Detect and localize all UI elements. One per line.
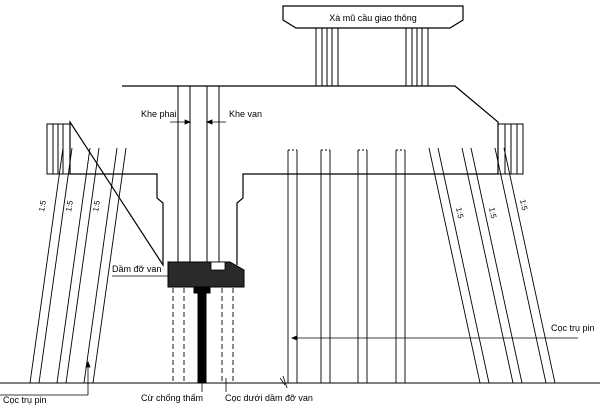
khe-phai-label: Khe phai <box>141 109 177 119</box>
inclined-pile-right-3 <box>494 147 556 384</box>
sheet-pile <box>193 286 211 384</box>
slope-label-right-3: 1:5 <box>518 199 529 212</box>
bridge-cap-beam <box>282 5 464 29</box>
right-pile-callout <box>290 335 578 341</box>
vertical-pile-4 <box>395 149 406 383</box>
coc-duoi-dam-label: Cọc dưới dầm đỡ van <box>225 393 313 403</box>
bridge-cap-label: Xà mũ cầu giao thông <box>329 13 417 23</box>
inclined-piles-left <box>29 147 127 384</box>
cu-chong-tham-label: Cừ chống thấm <box>141 393 203 403</box>
bottom-callouts <box>201 378 227 392</box>
khe-van-label: Khe van <box>229 109 262 119</box>
inclined-pile-right-2 <box>461 147 523 384</box>
vertical-pile-1 <box>287 149 298 383</box>
inclined-pile-left-3 <box>83 147 127 384</box>
slope-label-right-2: 1:5 <box>487 207 498 220</box>
inclined-pile-left-1 <box>29 147 73 384</box>
end-blocks <box>46 123 524 175</box>
cap-columns <box>315 27 429 87</box>
inclined-piles-right <box>428 147 556 384</box>
inclined-pile-left-2 <box>56 147 100 384</box>
inclined-pile-right-1 <box>428 147 490 384</box>
vertical-pile-3 <box>357 149 368 383</box>
break-mark <box>279 375 288 389</box>
dam-do-van-label: Dầm đỡ van <box>112 264 161 274</box>
gate-slots <box>177 86 220 262</box>
vertical-pile-2 <box>320 149 331 383</box>
coc-tru-pin-right-label: Cọc trụ pin <box>551 323 595 333</box>
coc-tru-pin-left-label: Cọc trụ pin <box>3 395 47 405</box>
vertical-piles <box>287 149 406 383</box>
slot-callouts <box>170 119 226 125</box>
slope-label-left-1: 1:5 <box>37 199 48 212</box>
gate-support-beam <box>167 261 245 288</box>
slope-label-right-1: 1:5 <box>454 207 465 220</box>
left-pile-callout <box>0 360 91 396</box>
pier-body <box>69 85 499 268</box>
slope-label-left-3: 1:5 <box>91 199 102 212</box>
slope-label-left-2: 1:5 <box>64 199 75 212</box>
